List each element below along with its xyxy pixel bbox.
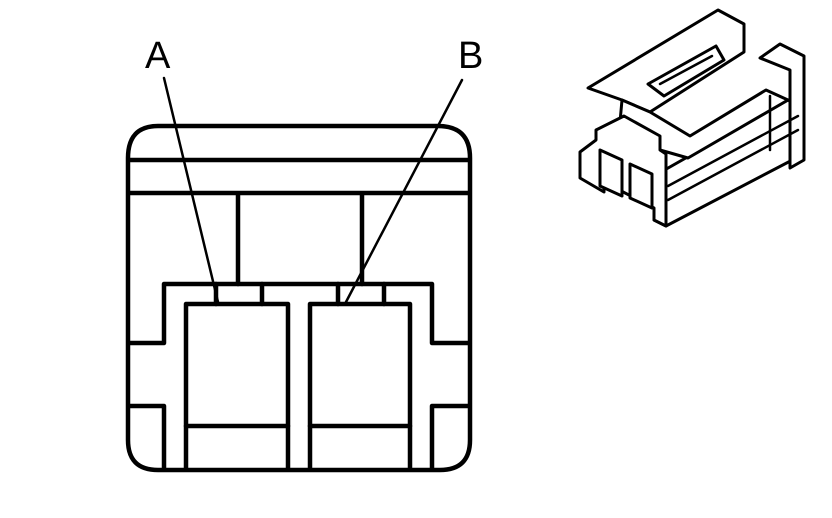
leader-line-b xyxy=(344,78,464,304)
iso-side-rib-1 xyxy=(666,114,800,188)
iso-rear-tower xyxy=(758,42,806,170)
connector-isometric-view xyxy=(578,8,806,228)
housing-lower-notches xyxy=(127,403,471,471)
iso-side-rib-2 xyxy=(666,128,800,202)
iso-front-cavity-a xyxy=(598,148,624,198)
terminal-cavity-frame xyxy=(127,281,471,346)
iso-latch-slot-inner xyxy=(658,54,714,86)
terminal-cavity-a xyxy=(183,281,291,471)
iso-front-cavity-b xyxy=(628,162,654,210)
terminal-cavity-b xyxy=(307,281,413,471)
pin-label-a: A xyxy=(145,35,171,77)
pin-label-b: B xyxy=(458,35,483,77)
connector-housing-outline xyxy=(125,123,473,473)
connector-face-view: A B xyxy=(125,35,483,473)
leader-line-a xyxy=(162,76,220,304)
